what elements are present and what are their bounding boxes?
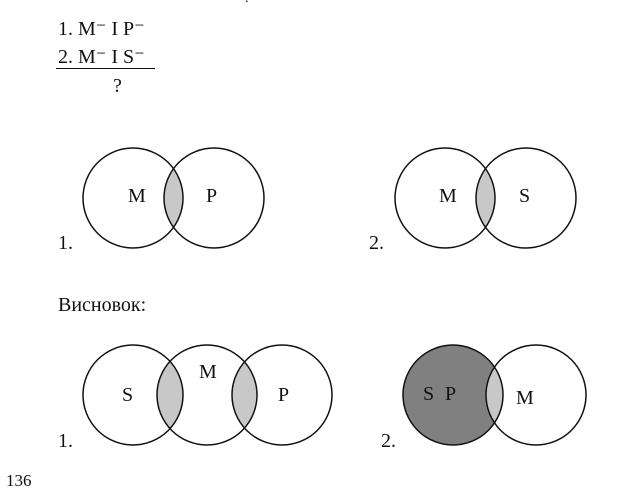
diagram-number-premise-1: 1. <box>58 232 73 254</box>
diagram-number-premise-2: 2. <box>369 232 384 254</box>
venn-d2-label-m: M <box>439 185 457 207</box>
venn-d4-label-p: P <box>445 383 456 405</box>
venn-d4-label-m: M <box>516 387 534 409</box>
venn-diagram-premise-2: M S <box>394 147 577 249</box>
venn-d2-label-s: S <box>519 185 530 207</box>
venn-d4-label-s: S <box>423 383 434 405</box>
premise-divider <box>56 68 155 69</box>
venn-d4-circle-sp <box>402 344 504 446</box>
diagram-number-conclusion-1: 1. <box>58 430 73 452</box>
venn-d1-circle-p <box>163 147 265 249</box>
conclusion-label: Висновок: <box>58 294 147 316</box>
venn-d3-label-m: M <box>199 361 217 383</box>
venn-diagram-conclusion-1: S M P <box>82 344 333 446</box>
venn-d3-label-p: P <box>278 384 289 406</box>
page-number: 136 <box>6 471 32 490</box>
venn-d3-circle-p <box>231 344 333 446</box>
venn-d1-circle-m <box>82 147 184 249</box>
venn-d3-circle-s <box>82 344 184 446</box>
venn-d3-circle-m <box>156 344 258 446</box>
venn-d1-label-p: P <box>206 185 217 207</box>
venn-d4-circle-m <box>485 344 587 446</box>
conclusion-question-mark: ? <box>113 75 122 97</box>
diagram-number-conclusion-2: 2. <box>381 430 396 452</box>
premise-2: 2. M⁻ I S⁻ <box>58 46 145 68</box>
venn-d2-circle-m <box>394 147 496 249</box>
venn-d4-circle-sp-fill <box>403 345 503 445</box>
premise-1: 1. M⁻ I P⁻ <box>58 18 145 40</box>
venn-diagram-premise-1: M P <box>82 147 265 249</box>
venn-diagram-conclusion-2: S P M <box>402 344 587 446</box>
venn-d3-label-s: S <box>122 384 133 406</box>
venn-d2-circle-s <box>475 147 577 249</box>
top-question-mark: ? <box>244 0 250 7</box>
venn-d1-label-m: M <box>128 185 146 207</box>
